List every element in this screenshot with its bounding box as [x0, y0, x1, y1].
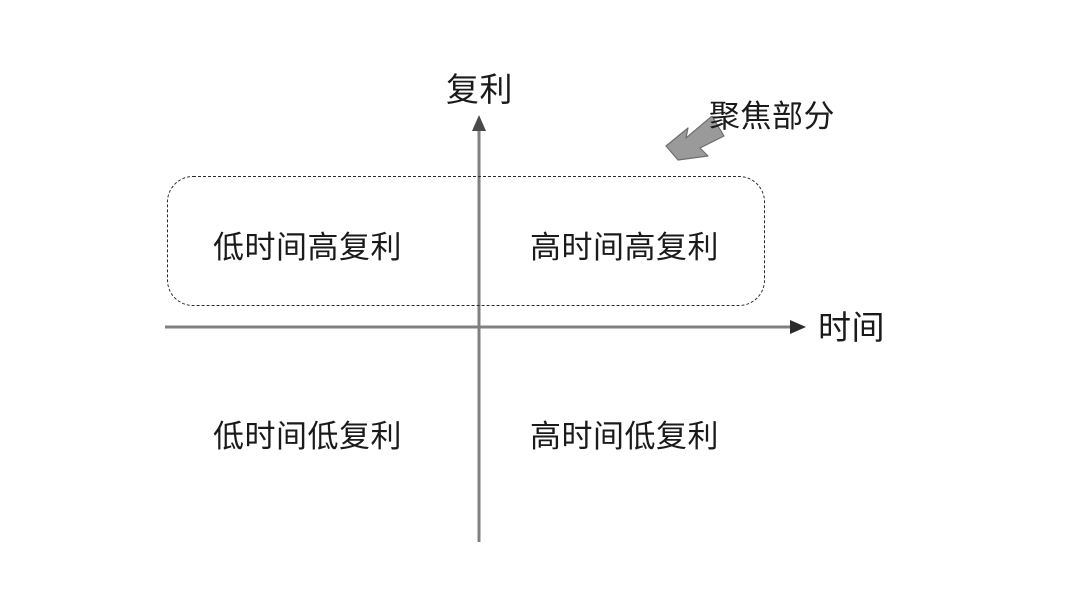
quadrant-label-top-left: 低时间高复利: [213, 230, 402, 265]
quadrant-label-top-right: 高时间高复利: [530, 230, 719, 265]
y-axis-label: 复利: [446, 71, 513, 108]
x-axis-label: 时间: [818, 309, 885, 346]
quadrant-label-bottom-left: 低时间低复利: [213, 419, 402, 454]
quadrant-label-bottom-right: 高时间低复利: [530, 419, 719, 454]
y-axis-arrowhead: [472, 115, 486, 131]
focus-region-box: [167, 176, 765, 306]
x-axis-arrowhead: [790, 320, 806, 334]
focus-annotation-label: 聚焦部分: [709, 99, 835, 134]
block-arrow-down-left-icon: [665, 116, 725, 161]
